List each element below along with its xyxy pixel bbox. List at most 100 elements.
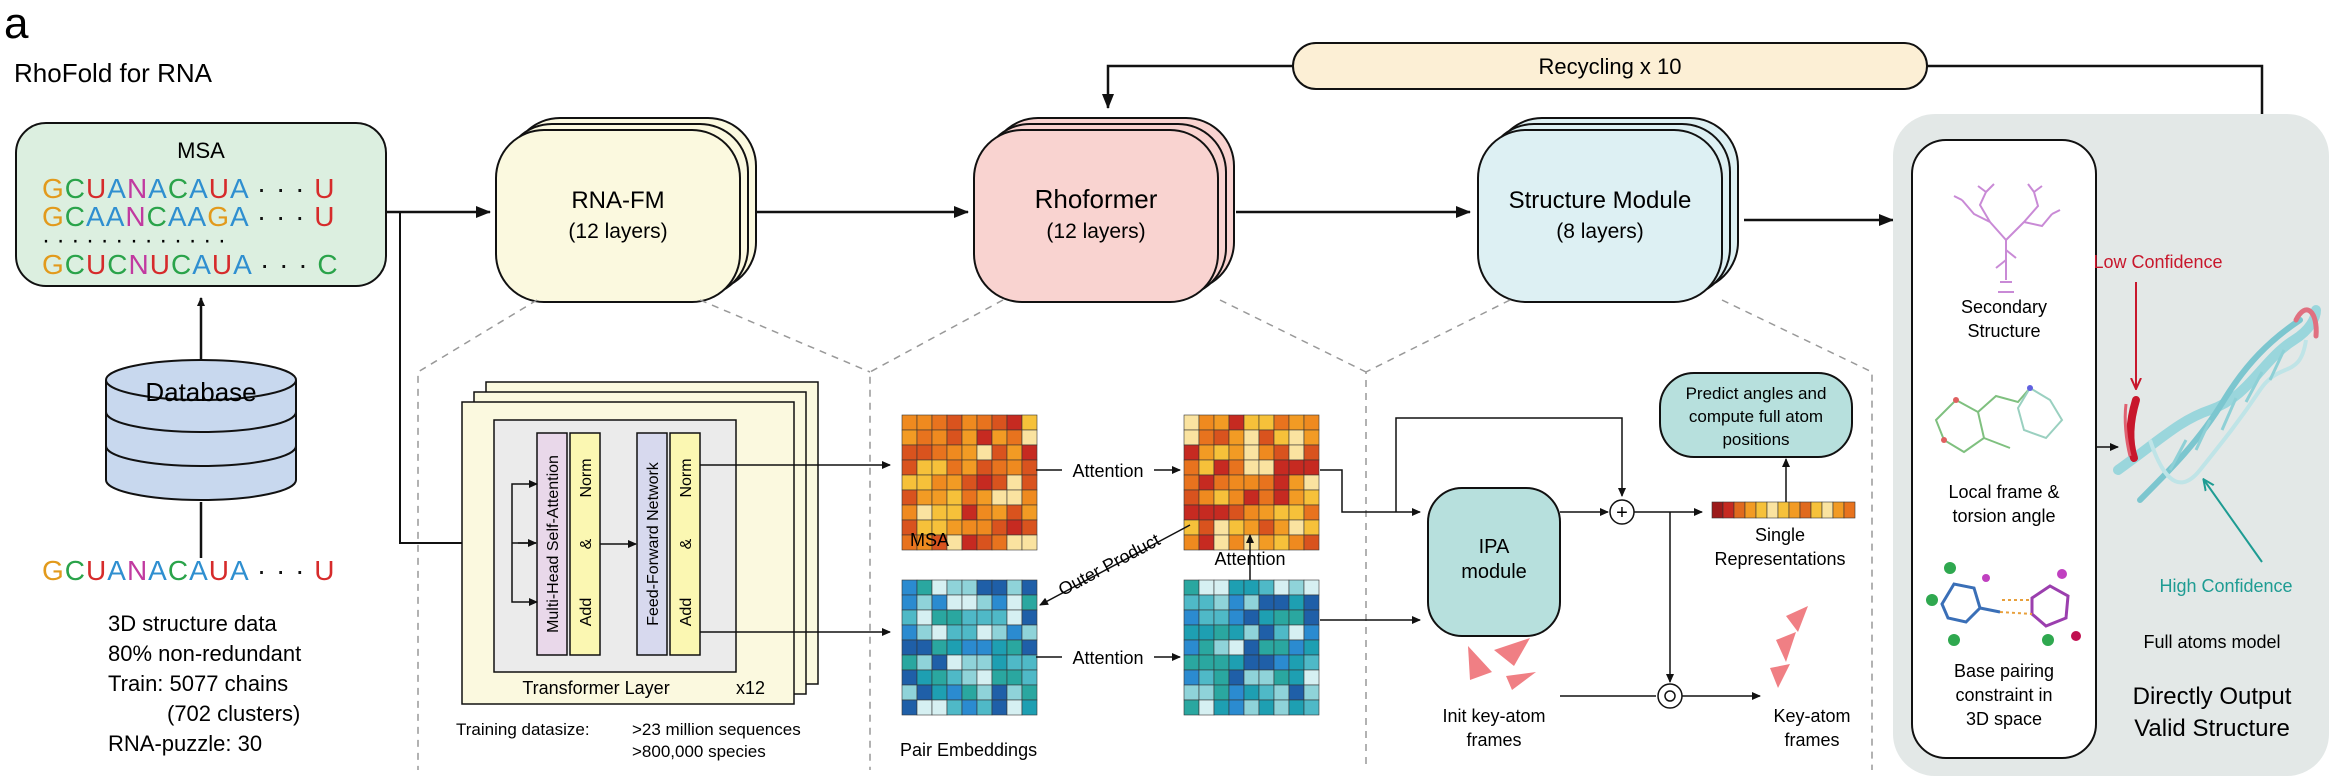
single-line-1: Single — [1755, 525, 1805, 545]
matrix-cell — [1303, 639, 1320, 656]
matrix-cell — [1021, 699, 1038, 716]
matrix-cell — [1006, 594, 1023, 611]
matrix-cell — [931, 684, 948, 701]
matrix-cell — [1021, 474, 1038, 491]
addnorm-block-1 — [569, 432, 601, 656]
matrix-cell — [1228, 534, 1245, 551]
matrix-cell — [976, 504, 993, 521]
msa-to-ipa-arrow — [1320, 469, 1421, 516]
single-rep-cell — [1711, 501, 1724, 519]
mhsa-label: Multi-Head Self-Attention — [545, 455, 562, 633]
matrix-cell — [961, 504, 978, 521]
matrix-cell — [1021, 504, 1038, 521]
local-line-2: torsion angle — [1952, 506, 2055, 526]
outer-product-arrow — [1039, 524, 1191, 606]
matrix-cell — [976, 429, 993, 446]
matrix-cell — [946, 474, 963, 491]
local-frame-icon — [1934, 385, 2064, 454]
matrix-cell — [1258, 519, 1275, 536]
predict-line-1: Predict angles and — [1686, 384, 1827, 403]
matrix-cell — [1006, 489, 1023, 506]
matrix-cell — [1288, 579, 1305, 596]
matrix-cell — [946, 459, 963, 476]
matrix-cell — [946, 639, 963, 656]
high-confidence-arrow — [2204, 480, 2263, 563]
matrix-cell — [1273, 684, 1290, 701]
pair-attention-label: Attention — [1072, 648, 1143, 668]
constraints-box — [1911, 139, 2097, 759]
matrix-cell — [1228, 624, 1245, 641]
matrix-cell — [1303, 459, 1320, 476]
matrix-cell — [946, 504, 963, 521]
matrix-cell — [961, 579, 978, 596]
matrix-cell — [1006, 654, 1023, 671]
matrix-cell — [1198, 609, 1215, 626]
matrix-cell — [946, 489, 963, 506]
matrix-cell — [1198, 699, 1215, 716]
matrix-cell — [1183, 594, 1200, 611]
matrix-cell — [1021, 489, 1038, 506]
matrix-cell — [1021, 624, 1038, 641]
structure-stack — [1477, 117, 1739, 303]
matrix-cell — [1198, 429, 1215, 446]
single-rep-cell — [1777, 501, 1790, 519]
base-pairing-icon — [1926, 562, 2081, 646]
matrix-cell — [916, 624, 933, 641]
matrix-cell — [901, 699, 918, 716]
matrix-cell — [1228, 459, 1245, 476]
rhoformer-sub: (12 layers) — [1046, 220, 1145, 243]
matrix-cell — [1258, 684, 1275, 701]
matrix-cell — [1228, 414, 1245, 431]
matrix-cell — [916, 504, 933, 521]
matrix-cell — [976, 594, 993, 611]
matrix-cell — [1021, 639, 1038, 656]
matrix-cell — [1243, 609, 1260, 626]
matrix-cell — [1021, 579, 1038, 596]
matrix-cell — [1243, 669, 1260, 686]
matrix-cell — [916, 609, 933, 626]
matrix-cell — [1213, 594, 1230, 611]
matrix-cell — [1021, 429, 1038, 446]
matrix-cell — [931, 639, 948, 656]
matrix-cell — [1021, 654, 1038, 671]
matrix-cell — [946, 519, 963, 536]
matrix-cell — [931, 699, 948, 716]
matrix-cell — [1273, 669, 1290, 686]
matrix-cell — [1228, 444, 1245, 461]
direct-output-line-1: Directly Output — [2133, 683, 2292, 710]
matrix-cell — [991, 489, 1008, 506]
matrix-cell — [1183, 429, 1200, 446]
single-rep-cell — [1788, 501, 1801, 519]
matrix-cell — [931, 444, 948, 461]
matrix-cell — [1228, 594, 1245, 611]
matrix-cell — [1243, 624, 1260, 641]
matrix-cell — [1288, 684, 1305, 701]
matrix-cell — [1183, 684, 1200, 701]
matrix-cell — [1006, 609, 1023, 626]
matrix-cell — [1006, 669, 1023, 686]
matrix-cell — [1303, 474, 1320, 491]
ipa-label-2: module — [1461, 561, 1527, 583]
matrix-cell — [1288, 669, 1305, 686]
matrix-cell — [1303, 699, 1320, 716]
msa-matrix-2 — [1183, 414, 1320, 551]
matrix-cell — [1006, 579, 1023, 596]
stats-line-5: RNA-puzzle: 30 — [108, 731, 262, 756]
amp-label-1: & — [578, 538, 595, 549]
matrix-cell — [916, 594, 933, 611]
matrix-cell — [1258, 429, 1275, 446]
single-rep-cell — [1832, 501, 1845, 519]
matrix-cell — [1006, 684, 1023, 701]
matrix-cell — [1021, 444, 1038, 461]
matrix-cell — [1243, 504, 1260, 521]
matrix-cell — [1303, 624, 1320, 641]
matrix-cell — [991, 534, 1008, 551]
skip-to-plus-arrow — [1395, 417, 1626, 512]
matrix-cell — [1213, 579, 1230, 596]
matrix-cell — [916, 489, 933, 506]
matrix-cell — [1243, 534, 1260, 551]
init-frames-icon — [1468, 638, 1536, 690]
matrix-cell — [1273, 489, 1290, 506]
matrix-cell — [1021, 684, 1038, 701]
